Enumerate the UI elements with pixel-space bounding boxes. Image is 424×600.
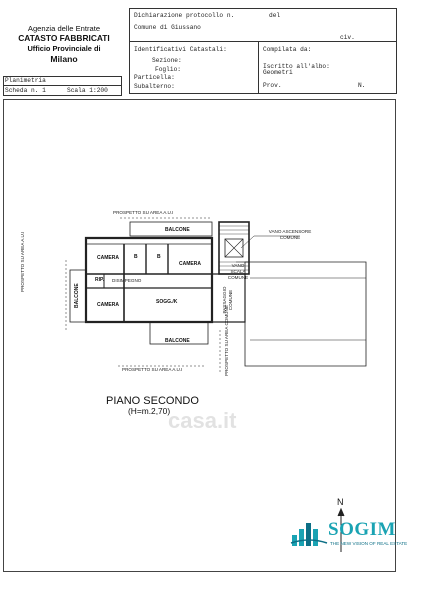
watermark: casa.it (168, 408, 237, 433)
agency-name: Agenzia delle Entrate (27, 24, 101, 33)
number-label: N. (358, 82, 366, 89)
compass-north-label: N (337, 497, 344, 507)
balcony-left-label: BALCONE (74, 283, 80, 308)
planimetria-label: Planimetria (5, 77, 46, 84)
prospect-top-label: PROSPETTO SU AREA A.U.I (113, 210, 174, 215)
province-label: Prov. (263, 82, 282, 89)
form-divider (258, 41, 259, 94)
declaration-label: Dichiarazione protocollo n. (134, 12, 235, 19)
scale-label: Scala 1:200 (67, 87, 108, 94)
room-bath-1: B (134, 254, 138, 260)
sezione-label: Sezione: (152, 57, 182, 64)
particella-label: Particella: (134, 74, 175, 81)
register-label: Iscritto all'albo: (263, 63, 330, 70)
floor-height: (H=m.2,70) (128, 406, 171, 416)
room-storage: RIP. (95, 277, 105, 283)
compiled-by-label: Compilata da: (263, 46, 312, 53)
balcony-top-label: BALCONE (165, 227, 190, 233)
sheet-number: Scheda n. 1 (5, 87, 46, 94)
compass-needle (337, 507, 345, 552)
stairwell-label: VANO SCALA COMUNE (227, 263, 249, 280)
room-camera-2: CAMERA (179, 261, 201, 267)
room-living-kitchen: SOGG./K (156, 299, 178, 305)
room-camera-3: CAMERA (97, 302, 119, 308)
foglio-label: Foglio: (155, 66, 181, 73)
form-header-box (129, 8, 397, 94)
passage-label: PASSAGGIO COMUNE (222, 286, 233, 314)
prospect-bottom-label: PROSPETTO SU AREA A.U.I (122, 367, 183, 372)
balcony-bottom-label: BALCONE (165, 338, 190, 344)
comune-label: Comune di Giussano (134, 24, 201, 31)
declaration-date-label: del (269, 12, 281, 19)
agency-office: Ufficio Provinciale di (27, 44, 101, 53)
agency-department: CATASTO FABBRICATI (18, 33, 110, 43)
floor-title: PIANO SECONDO (106, 395, 199, 407)
subalterno-label: Subalterno: (134, 83, 175, 90)
form-divider (129, 41, 397, 42)
prospect-left-label: PROSPETTO SU AREA A.U.I (20, 231, 25, 292)
room-camera-1: CAMERA (97, 255, 119, 261)
agency-province: Milano (50, 54, 78, 64)
sogim-logo-icon (290, 523, 328, 546)
room-bath-2: B (157, 254, 161, 260)
sheet-info-divider (3, 85, 122, 86)
civic-label: civ. (340, 34, 355, 41)
sogim-tagline: THE NEW VISION OF REAL ESTATE (330, 541, 408, 546)
register-value: Geometri (263, 69, 293, 76)
room-hallway: DISIMPEGNO (112, 278, 142, 283)
sogim-logo-text: SOGIM (328, 519, 396, 540)
drawing-frame (3, 99, 396, 572)
cadastral-ids-label: Identificativi Catastali: (134, 46, 227, 53)
elevator-label: VANO ASCENSORE COMUNE (268, 229, 312, 240)
sheet-info-box (3, 76, 122, 96)
sogim-logo (289, 515, 329, 554)
